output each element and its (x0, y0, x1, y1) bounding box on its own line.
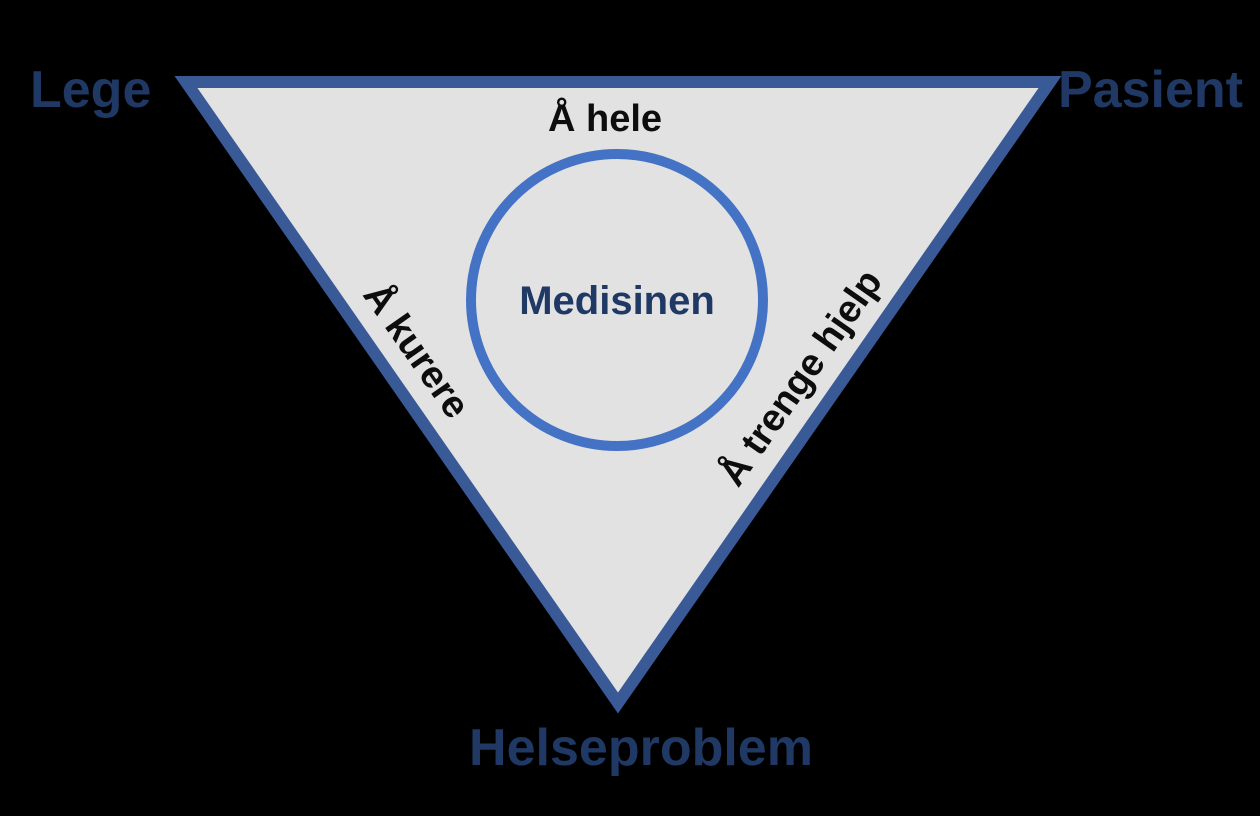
vertex-label-pasient: Pasient (1058, 61, 1243, 119)
vertex-label-helseproblem: Helseproblem (469, 719, 813, 777)
edge-label-a-hele: Å hele (547, 98, 663, 140)
center-circle-shape (466, 149, 768, 451)
inverted-triangle-shape (174, 76, 1062, 714)
center-circle-label-medisinen: Medisinen (519, 279, 715, 323)
vertex-label-lege: Lege (30, 61, 152, 119)
